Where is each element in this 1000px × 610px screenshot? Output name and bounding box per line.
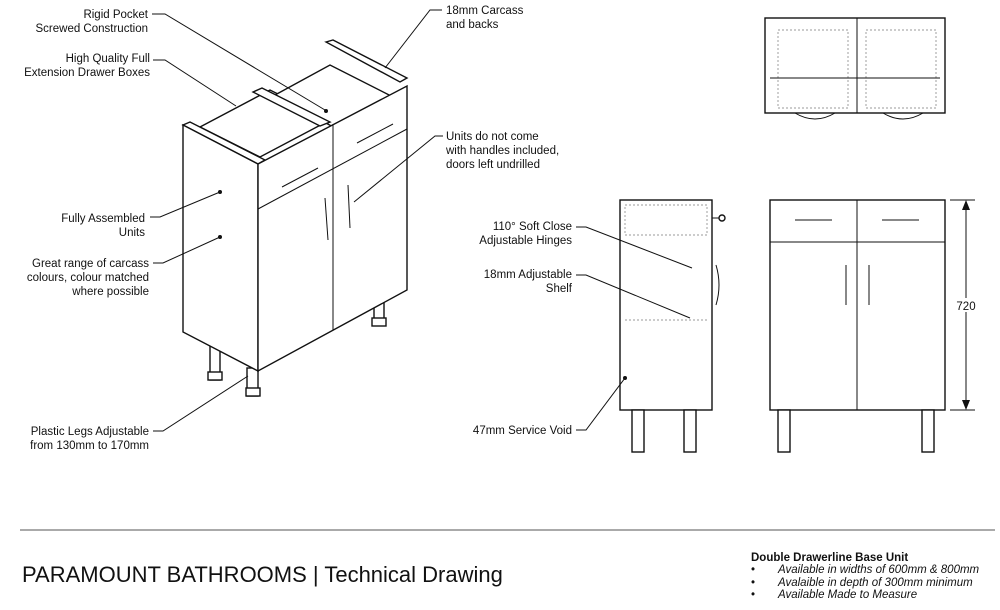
spec-block: Double Drawerline Base Unit Available in… — [751, 552, 979, 602]
spec-item: Available Made to Measure — [751, 589, 979, 602]
spec-heading: Double Drawerline Base Unit — [751, 552, 909, 564]
drawer-handle — [356, 123, 394, 144]
leg-foot — [207, 371, 223, 381]
side-view — [576, 199, 726, 453]
spec-item: Available in widths of 600mm & 800mm — [751, 564, 979, 577]
drawer-handle — [281, 167, 319, 188]
back-panel-top — [324, 39, 409, 83]
callout-service-void: 47mm Service Void — [473, 425, 572, 437]
door-handle — [347, 184, 351, 229]
spec-item: Avalaible in depth of 300mm minimum — [751, 577, 979, 590]
isometric-cabinet — [150, 9, 443, 432]
door-handle — [324, 197, 329, 241]
side-panel — [182, 123, 259, 373]
door-handle — [715, 264, 720, 306]
top-view — [764, 17, 946, 120]
footer-title: PARAMOUNT BATHROOMS | Technical Drawing — [22, 562, 503, 587]
leg-foot — [371, 317, 387, 327]
front-view: 720 — [769, 199, 980, 453]
height-dimension: 720 — [956, 301, 975, 313]
leg-foot — [245, 387, 261, 397]
rail — [251, 87, 332, 127]
